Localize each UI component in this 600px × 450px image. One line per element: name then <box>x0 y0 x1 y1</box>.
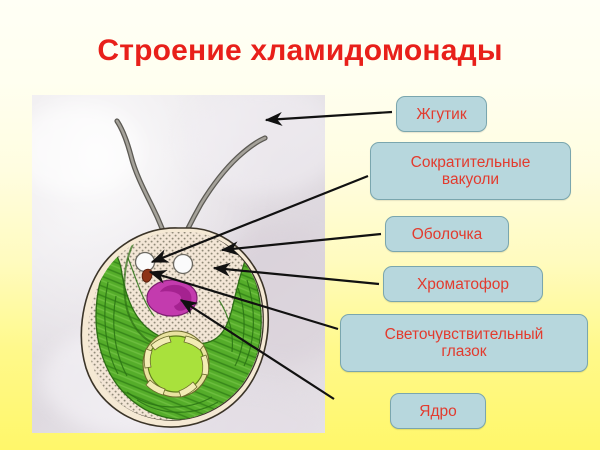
label-eyespot-line1: Светочувствительный <box>384 326 544 343</box>
photo-texture-blotch <box>182 95 325 195</box>
label-contractile-vacuoles-line1: Сократительные <box>410 154 531 171</box>
label-membrane-text: Оболочка <box>411 225 483 243</box>
label-flagellum-text: Жгутик <box>416 105 467 123</box>
label-membrane[interactable]: Оболочка <box>385 216 509 252</box>
label-contractile-vacuoles-line2: вакуоли <box>441 171 500 188</box>
label-nucleus[interactable]: Ядро <box>390 393 486 429</box>
page-title: Строение хламидомонады <box>97 34 503 67</box>
photo-texture-blotch <box>32 105 142 195</box>
label-eyespot[interactable]: Светочувствительный глазок <box>340 314 588 372</box>
label-flagellum[interactable]: Жгутик <box>396 96 487 132</box>
photo-texture-blotch <box>212 225 325 365</box>
label-chromatophore-text: Хроматофор <box>416 275 510 293</box>
label-chromatophore[interactable]: Хроматофор <box>383 266 543 302</box>
label-eyespot-line2: глазок <box>441 343 487 360</box>
label-contractile-vacuoles[interactable]: Сократительные вакуоли <box>370 142 571 200</box>
figure-photo-panel <box>32 95 325 433</box>
label-nucleus-text: Ядро <box>419 402 457 420</box>
